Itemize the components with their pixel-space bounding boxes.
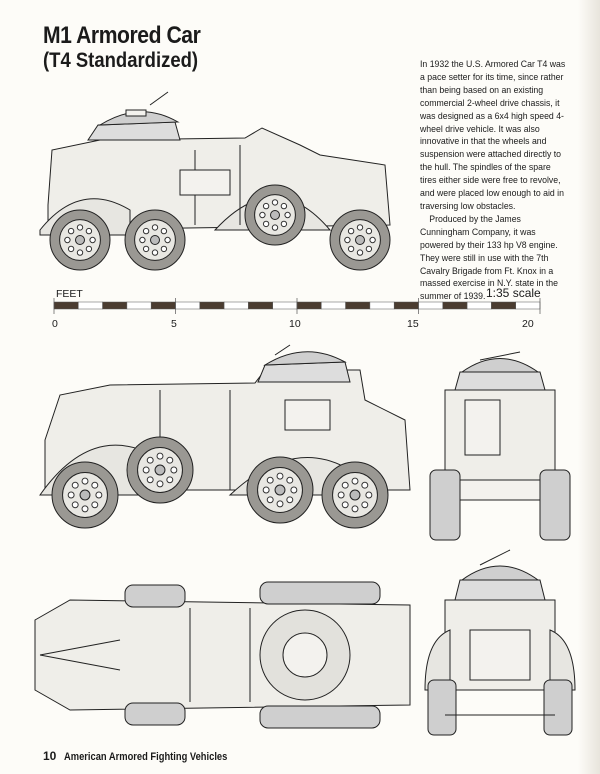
scale-bar-segment — [223, 301, 249, 310]
front-view-drawing — [424, 549, 576, 736]
description-paragraph: Produced by the James Cunningham Company… — [420, 212, 558, 302]
scale-bar — [53, 298, 541, 314]
wheel — [51, 461, 119, 529]
scale-bar-segment — [321, 301, 346, 310]
page-title: M1 Armored Car — [43, 22, 201, 49]
scale-bar-segment — [296, 301, 322, 310]
scale-bar-segment — [126, 301, 152, 310]
scale-tick-label: 0 — [52, 318, 58, 330]
page-number: 10 — [43, 749, 57, 763]
wheel — [244, 184, 306, 246]
scale-bar-segment — [199, 301, 225, 310]
description-paragraph: In 1932 the U.S. Armored Car T4 was a pa… — [420, 58, 566, 211]
scale-bar-segment — [345, 301, 371, 310]
page-edge-shadow — [578, 0, 600, 774]
page-subtitle: (T4 Standardized) — [43, 49, 199, 72]
wheel-group-top — [49, 184, 391, 271]
wheel — [321, 461, 389, 529]
wheel — [246, 456, 314, 524]
scale-tick-label: 15 — [407, 318, 419, 330]
scale-tick-label: 20 — [522, 318, 534, 330]
description-text: In 1932 the U.S. Armored Car T4 was a pa… — [420, 58, 569, 303]
wheel — [124, 209, 186, 271]
scale-tick-label: 10 — [289, 318, 301, 330]
scale-bar-segment — [248, 301, 273, 310]
scale-bar-segment — [53, 301, 79, 310]
book-title: American Armored Fighting Vehicles — [64, 751, 228, 763]
scale-bar-segment — [491, 301, 516, 310]
wheel — [126, 436, 194, 504]
scale-unit-label: FEET — [56, 288, 83, 300]
side-view-drawing-top — [39, 91, 391, 236]
wheel — [49, 209, 111, 271]
rear-view-drawing — [429, 351, 571, 541]
scale-bar-segment — [442, 301, 468, 310]
wheel-group-middle — [51, 436, 389, 529]
scale-bar-segment — [272, 301, 298, 310]
scale-tick-label: 5 — [171, 318, 177, 330]
scale-bar-segment — [78, 301, 103, 310]
scale-bar-segment — [150, 301, 176, 310]
scale-bar-segment — [102, 301, 128, 310]
wheel — [329, 209, 391, 271]
scale-bar-segment — [515, 301, 541, 310]
scale-bar-segment — [466, 301, 492, 310]
top-view-drawing — [34, 581, 411, 729]
scale-bar-segment — [369, 301, 395, 310]
scale-bar-segment — [418, 301, 444, 310]
scale-bar-segment — [393, 301, 419, 310]
page-footer: 10 American Armored Fighting Vehicles — [43, 749, 257, 763]
scale-bar-segment — [175, 301, 201, 310]
scale-ratio-label: 1:35 scale — [486, 286, 541, 300]
